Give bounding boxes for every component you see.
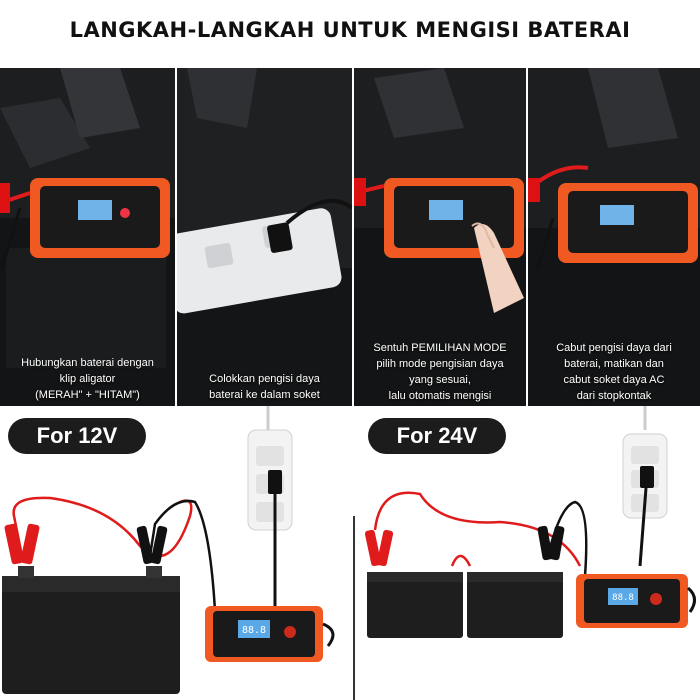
step-4-line-1: Cabut pengisi daya dari — [556, 342, 672, 354]
charger-24v — [576, 574, 696, 628]
step-3-photo — [354, 68, 526, 406]
step-1-line-1: Hubungkan baterai dengan — [21, 357, 154, 369]
label-12v: For 12V — [8, 418, 146, 454]
step-panel-1: Hubungkan baterai dengan klip aligator (… — [0, 68, 175, 406]
step-2-line-2: baterai ke dalam soket — [209, 389, 320, 401]
step-3-caption: Sentuh PEMILIHAN MODE pilih mode pengisi… — [354, 340, 526, 404]
step-4-caption: Cabut pengisi daya dari baterai, matikan… — [528, 340, 700, 404]
step-4-line-3: cabut soket daya AC — [563, 374, 665, 386]
charger-12v — [205, 606, 335, 662]
step-1-caption: Hubungkan baterai dengan klip aligator (… — [0, 355, 175, 403]
diagram-divider — [353, 516, 355, 700]
step-2-photo — [177, 68, 352, 406]
battery-24v-1 — [367, 572, 463, 638]
wiring-svg: 88.8 — [2, 406, 696, 694]
step-1-line-2: klip aligator — [59, 373, 116, 385]
page-title: LANGKAH-LANGKAH UNTUK MENGISI BATERAI — [69, 18, 631, 42]
step-panel-4: Cabut pengisi daya dari baterai, matikan… — [528, 68, 700, 406]
charger-24v-display: 88.8 — [612, 593, 634, 603]
step-3-line-3: yang sesuai, — [409, 374, 471, 386]
step-1-line-3: (MERAH" + "HITAM") — [35, 389, 140, 401]
step-2-caption: Colokkan pengisi daya baterai ke dalam s… — [177, 371, 352, 403]
label-24v: For 24V — [368, 418, 506, 454]
wiring-diagrams: For 12V For 24V — [0, 406, 700, 700]
step-3-line-4: lalu otomatis mengisi — [388, 390, 492, 402]
step-panel-2: Colokkan pengisi daya baterai ke dalam s… — [177, 68, 352, 406]
battery-24v-2 — [467, 572, 563, 638]
charger-12v-display: 88.8 — [242, 625, 266, 636]
power-strip-24v — [622, 406, 668, 519]
step-4-line-2: baterai, matikan dan — [564, 358, 664, 370]
step-3-line-2: pilih mode pengisian daya — [376, 358, 504, 370]
step-3-line-1: Sentuh PEMILIHAN MODE — [373, 342, 507, 354]
step-1-photo — [0, 68, 175, 406]
steps-photo-strip: Hubungkan baterai dengan klip aligator (… — [0, 68, 700, 406]
battery-12v — [2, 566, 180, 694]
step-4-photo — [528, 68, 700, 406]
step-panel-3: Sentuh PEMILIHAN MODE pilih mode pengisi… — [354, 68, 526, 406]
power-strip-12v — [247, 406, 293, 531]
step-4-line-4: dari stopkontak — [576, 390, 652, 402]
step-2-line-1: Colokkan pengisi daya — [209, 373, 320, 385]
